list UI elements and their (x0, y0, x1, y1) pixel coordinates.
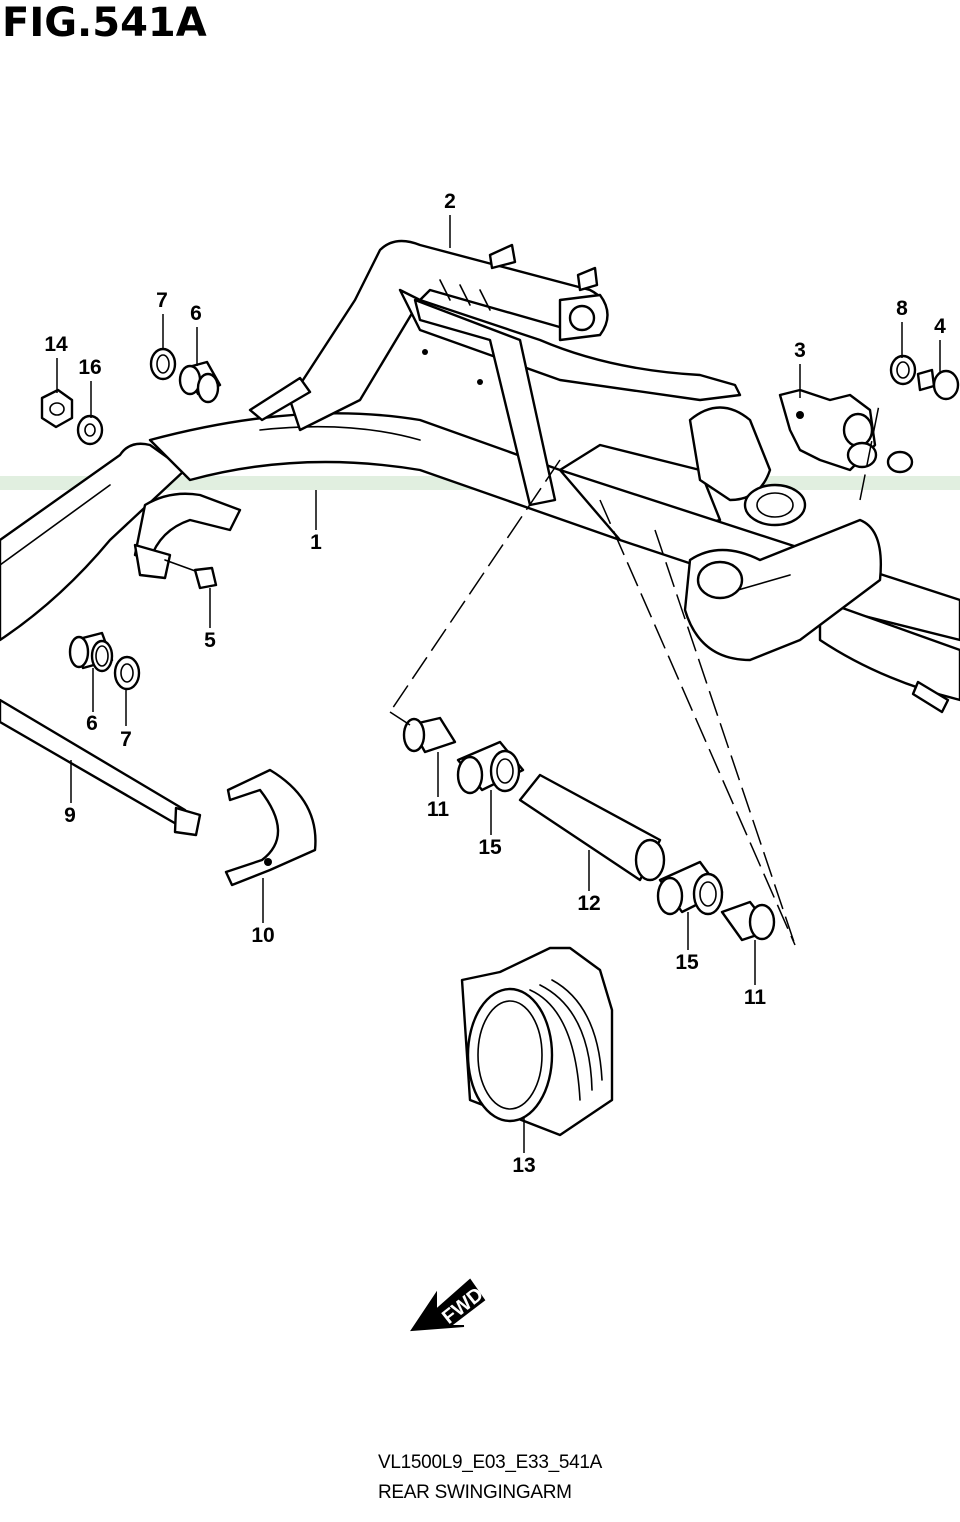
callout-2: 2 (444, 190, 456, 213)
callout-13: 13 (512, 1154, 535, 1177)
callout-7: 7 (156, 289, 168, 312)
callout-3: 3 (794, 339, 806, 362)
part-6-bearing-lower (68, 631, 114, 673)
part-5-bolt (164, 559, 218, 590)
part-12-shaft (518, 773, 666, 882)
part-11-spacer-right (720, 900, 776, 942)
part-6-bearing-upper (178, 360, 222, 404)
part-4-bolt (911, 368, 960, 714)
callout-1: 1 (310, 531, 322, 554)
part-7-seal-upper (149, 347, 177, 381)
part-9-axle (0, 698, 202, 837)
figure-caption: REAR SWINGINGARM (378, 1482, 572, 1503)
callout-6: 6 (190, 302, 202, 325)
callout-10: 10 (251, 924, 274, 947)
callout-6: 6 (86, 712, 98, 735)
callout-15: 15 (478, 836, 502, 859)
part-13-boot (460, 946, 614, 1137)
part-3-bracket (778, 388, 914, 474)
fwd-direction-arrow: FWD (410, 1278, 488, 1332)
part-cover-installed (683, 518, 882, 662)
part-1-swingarm (0, 412, 960, 702)
part-2-frame-tube (248, 239, 742, 507)
part-16-washer (76, 414, 104, 446)
callout-8: 8 (896, 297, 908, 320)
assembly-guides (389, 399, 881, 946)
callout-11: 11 (744, 986, 767, 1009)
figure-title: FIG.541A (2, 0, 207, 46)
model-code: VL1500L9_E03_E33_541A (378, 1452, 603, 1473)
callout-5: 5 (204, 629, 216, 652)
part-7-seal-lower (113, 655, 141, 691)
part-11-spacer-left (402, 716, 457, 754)
callout-11: 11 (427, 798, 450, 821)
part-15-bearing-left (456, 740, 525, 795)
callout-7: 7 (120, 728, 132, 751)
part-10-cover (224, 768, 317, 887)
callout-15: 15 (675, 951, 699, 974)
callout-9: 9 (64, 804, 76, 827)
part-14-nut (40, 388, 74, 429)
part-8-cap (889, 354, 917, 386)
pivot-housing (688, 406, 807, 527)
callout-14: 14 (44, 333, 68, 356)
callout-12: 12 (577, 892, 600, 915)
part-15-bearing-right (656, 860, 724, 916)
callout-16: 16 (78, 356, 101, 379)
callout-4: 4 (934, 315, 946, 338)
